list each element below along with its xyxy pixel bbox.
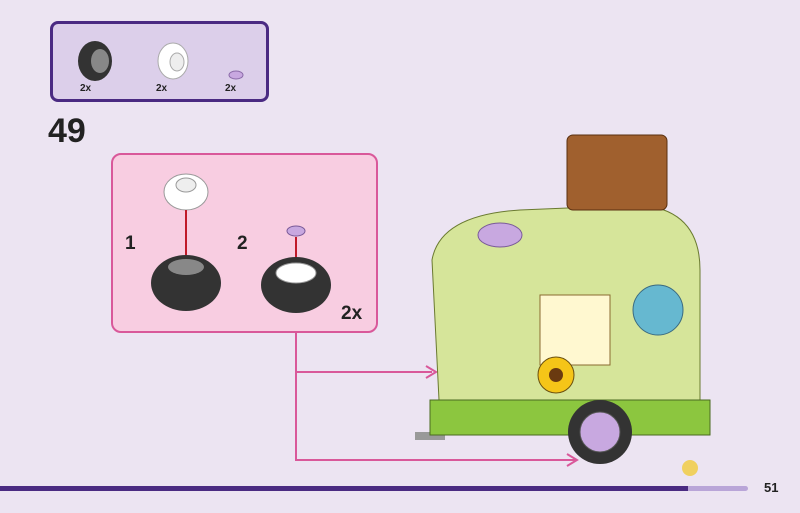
tire-icon <box>151 255 221 311</box>
parts-list: 2x 2x 2x <box>50 21 269 102</box>
substep-2-number: 2 <box>237 233 248 254</box>
substep-callout: 1 2 2x <box>111 153 378 333</box>
substep-multiplier: 2x <box>341 303 363 324</box>
arrowhead-icon <box>425 365 579 467</box>
page-number: 51 <box>764 480 779 495</box>
parts-images <box>78 41 244 81</box>
callout-arrow-lines <box>295 333 575 461</box>
tile-qty: 2x <box>225 83 237 94</box>
substep-1-number: 1 <box>125 233 136 254</box>
rim-qty: 2x <box>156 83 168 94</box>
substep-images <box>151 173 331 313</box>
minifigure-icon <box>682 460 698 476</box>
tire-qty: 2x <box>80 83 92 94</box>
tire-icon <box>78 41 112 81</box>
step-number: 49 <box>48 112 86 150</box>
wheel-assembly-icon <box>261 257 331 313</box>
rim-icon <box>157 42 189 80</box>
round-tile-icon <box>286 225 306 237</box>
page-progress-bar <box>0 486 748 491</box>
rim-icon <box>163 173 209 211</box>
page-progress-fill <box>0 486 689 491</box>
round-tile-icon <box>228 70 244 80</box>
trailer-icon <box>415 134 711 476</box>
